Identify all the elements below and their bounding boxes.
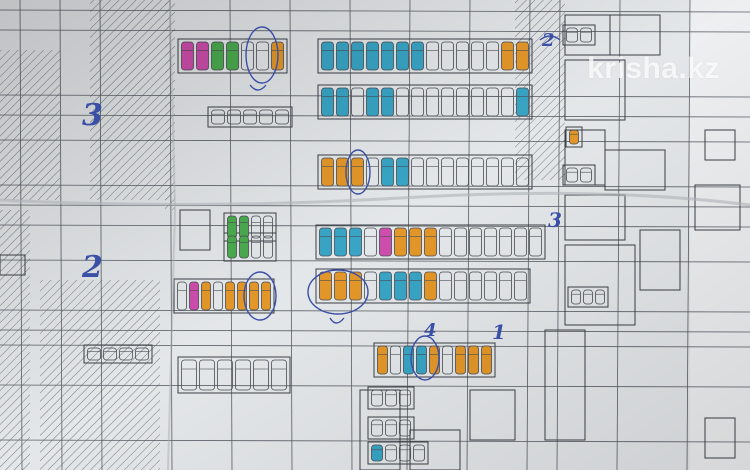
- handwritten-mark: 2: [82, 250, 103, 285]
- handwritten-mark: 3: [82, 98, 103, 133]
- handwritten-mark: 1: [492, 320, 506, 344]
- handwritten-mark: 2: [542, 30, 555, 51]
- handwritten-mark: 4: [424, 320, 437, 341]
- watermark-logo: krisha.kz: [587, 52, 720, 85]
- handwritten-mark: 3: [548, 208, 562, 232]
